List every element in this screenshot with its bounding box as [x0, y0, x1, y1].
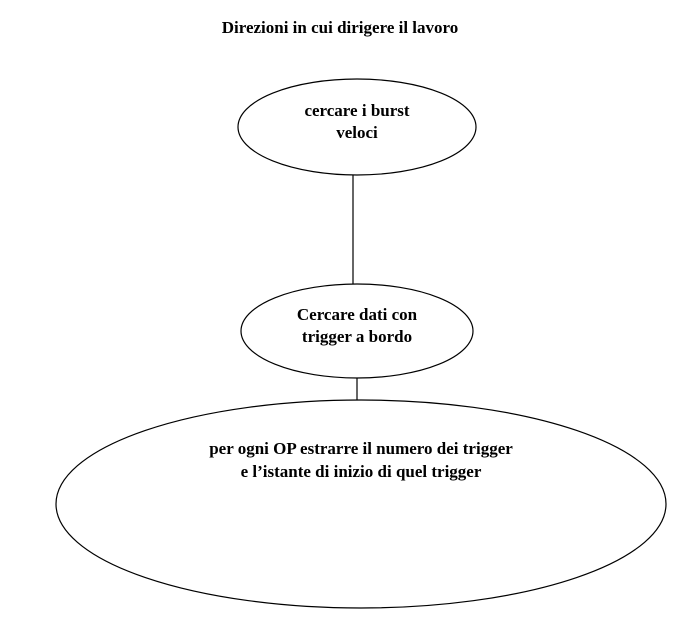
diagram-title: Direzioni in cui dirigere il lavoro [221, 18, 459, 37]
node-trigger-data-line-1: Cercare dati con [297, 305, 418, 324]
node-burst-line-2: veloci [336, 123, 378, 142]
node-extract-line-2: e l’istante di inizio di quel trigger [241, 462, 482, 481]
node-trigger-data-line-2: trigger a bordo [302, 327, 412, 346]
node-burst-line-1: cercare i burst [304, 101, 409, 120]
node-extract: per ogni OP estrarre il numero dei trigg… [55, 399, 667, 609]
node-burst-shape [237, 78, 477, 176]
node-burst: cercare i burst veloci [237, 78, 477, 176]
node-trigger-data-shape [240, 283, 474, 379]
node-trigger-data: Cercare dati con trigger a bordo [240, 283, 474, 379]
node-extract-shape [55, 399, 667, 609]
node-extract-line-1: per ogni OP estrarre il numero dei trigg… [209, 439, 513, 458]
